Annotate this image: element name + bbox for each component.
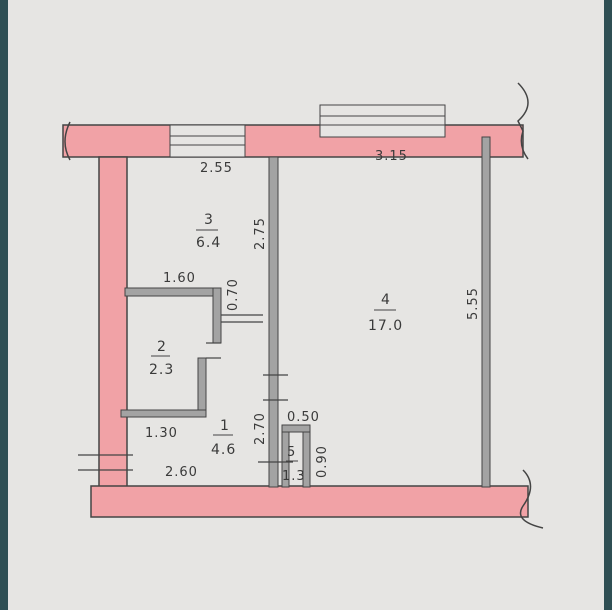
room-4-area: 17.0 xyxy=(368,318,403,334)
partition-room4-right xyxy=(481,136,491,488)
left-wall xyxy=(98,156,128,488)
room2-bottom-wall xyxy=(120,409,207,418)
room-2-number: 2 xyxy=(157,339,167,355)
dim-bath-height: 0.90 xyxy=(315,445,330,478)
door-marks xyxy=(78,314,293,471)
dim-bath-width: 0.50 xyxy=(287,410,320,425)
partition-room3-room4 xyxy=(268,156,279,488)
bathroom-top-wall xyxy=(281,424,311,433)
dim-room2-step: 0.70 xyxy=(226,278,241,311)
dim-corridor-bottom: 2.60 xyxy=(165,465,198,480)
dim-room4-height: 5.55 xyxy=(466,287,481,320)
room2-step-wall xyxy=(212,287,222,344)
dim-room2-bottom: 1.30 xyxy=(145,426,178,441)
room-3-number: 3 xyxy=(204,212,214,228)
wall-break-marks xyxy=(64,82,544,529)
bottom-wall xyxy=(90,485,529,518)
room-1-number: 1 xyxy=(220,418,230,434)
room-5-number: 5 xyxy=(287,445,296,460)
room-1-area: 4.6 xyxy=(211,442,236,458)
room-3-area: 6.4 xyxy=(196,235,221,251)
room-2-area: 2.3 xyxy=(149,362,174,378)
room2-right-wall xyxy=(197,357,207,417)
dim-top-left: 2.55 xyxy=(200,161,233,176)
dim-room3-height: 2.75 xyxy=(253,217,268,250)
dim-corridor-height: 2.70 xyxy=(253,412,268,445)
room-4-number: 4 xyxy=(381,292,391,308)
dim-room2-top: 1.60 xyxy=(163,271,196,286)
room2-top-wall xyxy=(124,287,222,297)
floor-plan-drawing: 3 6.4 2 2.3 4 17.0 1 4.6 5 1.3 2.55 3.15… xyxy=(62,82,544,529)
room-5-area: 1.3 xyxy=(282,469,306,484)
floor-plan-sheet: 3 6.4 2 2.3 4 17.0 1 4.6 5 1.3 2.55 3.15… xyxy=(8,0,604,610)
window-left xyxy=(169,124,246,158)
area-dividers xyxy=(151,229,396,462)
dim-top-right: 3.15 xyxy=(375,149,408,164)
top-wall xyxy=(62,124,524,158)
interior-walls xyxy=(120,136,491,488)
window-right xyxy=(319,104,446,138)
